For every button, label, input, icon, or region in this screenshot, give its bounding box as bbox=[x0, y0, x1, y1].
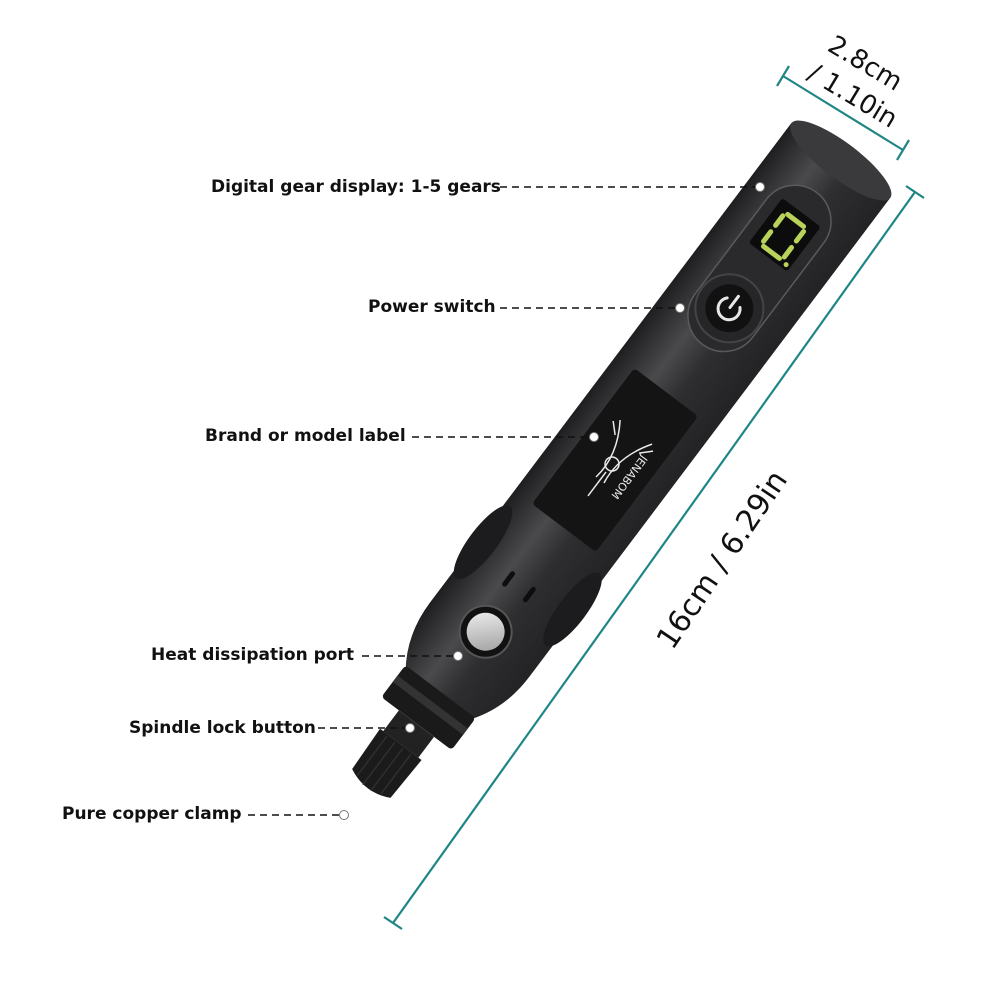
callout-dots bbox=[339, 182, 765, 820]
callout-spindle-label: Spindle lock button bbox=[129, 718, 316, 738]
seven-segment-digit bbox=[761, 211, 807, 261]
width-dimension-line bbox=[776, 65, 910, 161]
callout-heat-label: Heat dissipation port bbox=[151, 645, 354, 665]
callout-brand-label: Brand or model label bbox=[205, 426, 406, 446]
brand-plate bbox=[533, 369, 697, 551]
callout-display-label: Digital gear display: 1-5 gears bbox=[211, 177, 501, 197]
callout-leaders bbox=[248, 186, 758, 816]
collet-shaft bbox=[383, 710, 435, 758]
spindle-lock-button bbox=[466, 612, 505, 651]
length-dimension-line bbox=[383, 185, 925, 930]
gear-display bbox=[749, 199, 820, 271]
vent bbox=[502, 571, 515, 587]
callout-power-label: Power switch bbox=[368, 297, 496, 317]
power-icon bbox=[716, 296, 742, 322]
callout-clamp-label: Pure copper clamp bbox=[62, 804, 242, 824]
brand-logo bbox=[587, 420, 654, 497]
collet-nut bbox=[352, 728, 422, 798]
vent bbox=[522, 586, 536, 603]
